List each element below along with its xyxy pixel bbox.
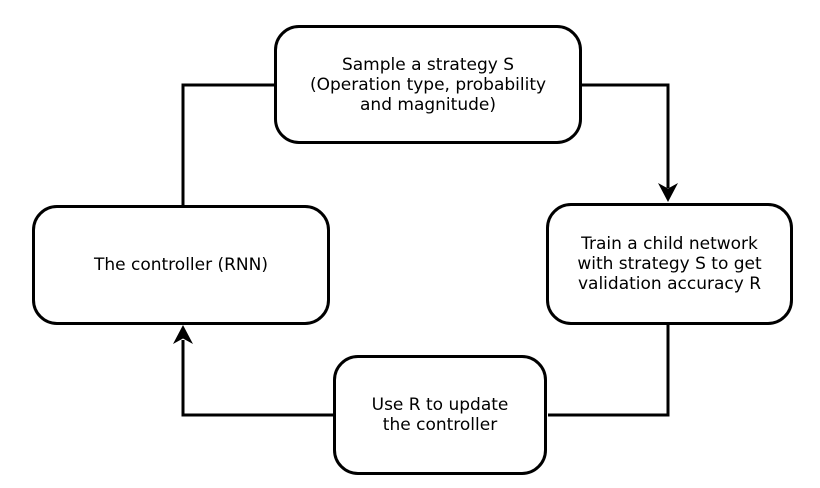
edge-update-to-controller [181,340,334,417]
node-train-child-line-3: validation accuracy R [577,274,761,294]
node-update-controller-line-2: the controller [382,415,498,435]
node-sample-strategy-line-1: Sample a strategy S [341,54,515,75]
node-update-controller-line-1: Use R to update [371,395,509,415]
node-sample-strategy-line-3: and magnitude) [360,94,496,115]
arrowhead-down-icon [658,183,678,202]
node-train-child-network: Train a child network with strategy S to… [546,203,793,325]
node-train-child-line-2: with strategy S to get [577,254,762,274]
arrowhead-up-icon [173,325,193,344]
node-sample-strategy-line-2: (Operation type, probability [309,74,547,95]
edge-train-to-update [548,324,670,417]
node-update-controller: Use R to update the controller [333,355,547,475]
node-controller-rnn: The controller (RNN) [32,205,330,325]
node-controller-line-1: The controller (RNN) [93,255,269,275]
edge-sample-to-train [582,83,670,188]
node-sample-strategy: Sample a strategy S (Operation type, pro… [274,25,582,144]
edge-controller-to-sample [181,83,274,206]
node-train-child-line-1: Train a child network [581,234,758,254]
